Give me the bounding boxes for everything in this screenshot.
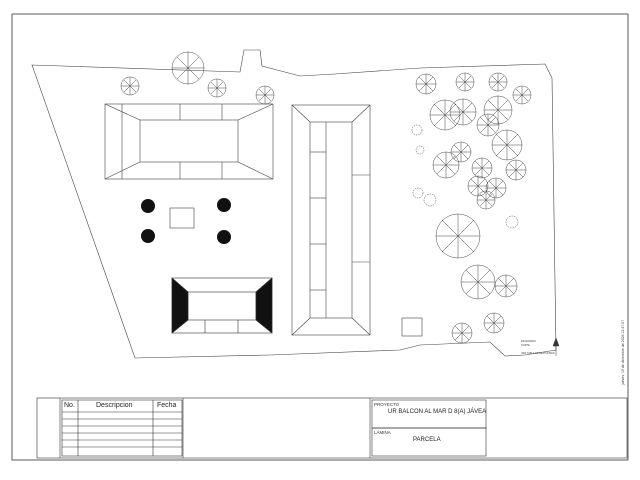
- tree-icon: [476, 190, 496, 210]
- column-header-descripcion: Descripcion: [96, 402, 133, 409]
- tree-icon: [171, 51, 205, 85]
- outer-frame: [11, 13, 629, 461]
- trees: [120, 51, 532, 344]
- north-note-line2: NORTE: [521, 344, 530, 347]
- lamina-label: LÁMINA: [374, 430, 391, 435]
- small-square-right: [401, 317, 423, 337]
- tree-icon: [207, 78, 227, 98]
- proyecto-label: PROYECTO: [374, 402, 400, 407]
- column-header-fecha: Fecha: [157, 402, 177, 409]
- bush-icon: [415, 145, 425, 155]
- tree-icon: [485, 177, 507, 199]
- dark-shrubs: [141, 198, 231, 244]
- building-roof-1: [104, 103, 274, 180]
- small-square-center: [169, 207, 195, 229]
- tree-icon: [505, 159, 527, 181]
- tree-icon: [415, 73, 437, 95]
- tree-icon: [471, 157, 493, 179]
- tree-icon: [435, 213, 481, 259]
- tree-icon: [488, 72, 508, 92]
- bush-icon: [412, 187, 424, 199]
- tree-icon: [255, 85, 275, 105]
- tree-icon: [432, 151, 460, 179]
- north-arrow-icon: [552, 337, 560, 356]
- tree-icon: [467, 175, 489, 197]
- tree-icon: [494, 274, 518, 298]
- building-roof-2: [291, 104, 371, 336]
- tree-icon: [512, 85, 532, 105]
- tree-icon: [450, 141, 472, 163]
- tree-icon: [460, 264, 496, 300]
- column-header-no: No.: [64, 402, 75, 409]
- tree-icon: [451, 322, 473, 344]
- tree-icon: [483, 312, 505, 334]
- building-roof-3: [171, 277, 273, 334]
- tree-icon: [449, 98, 477, 126]
- north-note-line3: VER TABLA DE REVISIONES: [521, 352, 555, 355]
- tree-icon: [476, 113, 500, 137]
- tree-icon: [120, 76, 140, 96]
- north-note-line1: ESCENARIO: [521, 340, 536, 343]
- bush-icon: [411, 124, 423, 136]
- tree-icon: [483, 95, 513, 125]
- tree-icon: [491, 129, 523, 161]
- title-block: [36, 397, 628, 459]
- proyecto-value: UR BALCON AL MAR D 8(A) JÁVEA: [388, 409, 487, 415]
- tree-icon: [455, 72, 475, 92]
- lamina-value: PARCELA: [413, 437, 441, 443]
- bush-icon: [423, 193, 437, 207]
- date-stamp: jueves, 19 de diciembre de 2024 12:47:07: [621, 319, 625, 385]
- bush-icon: [505, 215, 519, 229]
- parcel-boundary: [31, 49, 557, 359]
